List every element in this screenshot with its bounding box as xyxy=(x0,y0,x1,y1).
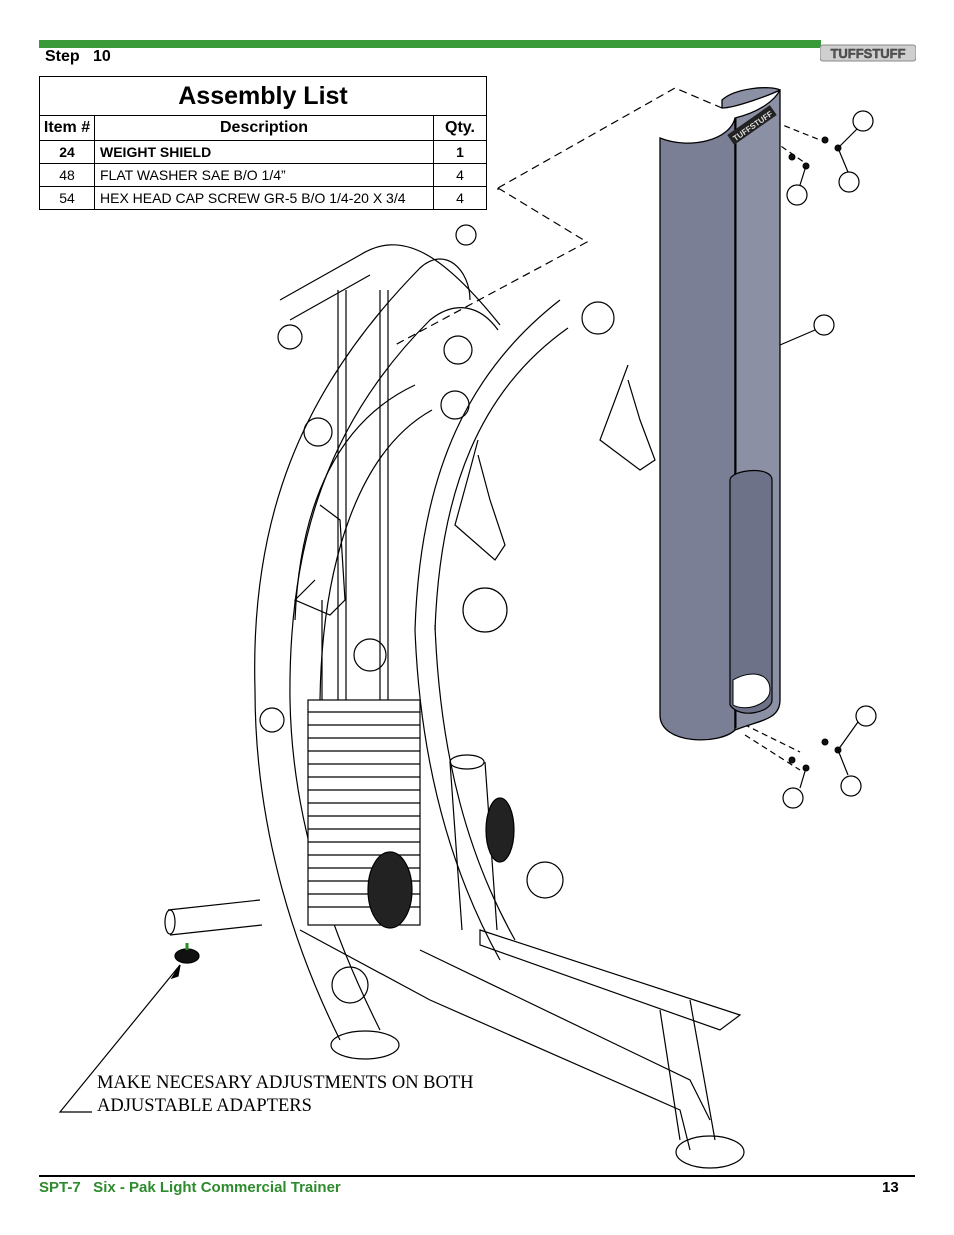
pulley xyxy=(443,335,473,365)
base-frame xyxy=(299,929,742,1151)
callout-balloon xyxy=(855,705,877,727)
weight-shield: TUFFSTUFF xyxy=(659,87,781,741)
frame-arch-inner xyxy=(289,307,499,701)
pulley xyxy=(277,324,303,350)
item-description: FLAT WASHER SAE B/O 1/4” xyxy=(94,163,434,187)
pulley xyxy=(526,861,564,899)
pulley xyxy=(581,301,615,335)
hook xyxy=(293,504,346,616)
washer-icon xyxy=(821,738,829,746)
arrowhead xyxy=(170,964,181,980)
pulley xyxy=(440,390,470,420)
callout-balloon xyxy=(782,787,804,809)
callout-balloon xyxy=(455,224,477,246)
front-arch-3 xyxy=(319,409,433,701)
washer-icon xyxy=(788,153,796,161)
front-arch-2 xyxy=(294,384,416,621)
dashed-guide xyxy=(764,121,821,166)
footer-rule xyxy=(39,1175,915,1177)
col-header-description: Description xyxy=(94,115,434,141)
step-label: Step xyxy=(45,48,80,65)
callout-balloon xyxy=(786,184,808,206)
callout-balloon xyxy=(852,110,874,132)
item-number: 54 xyxy=(39,186,95,210)
washer-icon xyxy=(821,136,829,144)
step-number: 10 xyxy=(93,48,111,65)
handle-right xyxy=(599,364,656,471)
top-tube xyxy=(279,244,501,326)
rear-arch xyxy=(414,299,569,631)
pulley xyxy=(331,966,369,1004)
leg-pad xyxy=(485,797,515,863)
pulley xyxy=(303,417,333,447)
rear-leg xyxy=(414,624,516,961)
frame-arch-outer xyxy=(254,258,471,691)
callout-balloon xyxy=(813,314,835,336)
table-row: 48 FLAT WASHER SAE B/O 1/4” 4 xyxy=(39,163,487,187)
step-heading: Step 10 xyxy=(45,48,111,66)
note-line-1: MAKE NECESARY ADJUSTMENTS ON BOTH xyxy=(97,1073,474,1093)
adjustment-note: MAKE NECESARY ADJUSTMENTS ON BOTH ADJUST… xyxy=(97,1072,474,1118)
weight-plates xyxy=(308,711,420,908)
pulley xyxy=(259,707,285,733)
item-description: WEIGHT SHIELD xyxy=(94,140,434,164)
svg-text:TUFFSTUFF: TUFFSTUFF xyxy=(830,46,905,61)
note-leader xyxy=(58,964,181,1113)
dashed-guide xyxy=(394,87,723,346)
guide-rods xyxy=(321,290,389,700)
table-row: 54 HEX HEAD CAP SCREW GR-5 B/O 1/4-20 X … xyxy=(39,186,487,210)
footer-title: SPT-7 Six - Pak Light Commercial Trainer xyxy=(39,1179,341,1196)
pulley xyxy=(462,587,508,633)
front-arm-left xyxy=(254,689,341,1041)
adjustable-adapter xyxy=(174,948,200,964)
washer-icon xyxy=(788,756,796,764)
callout-balloon xyxy=(838,171,860,193)
post-cap xyxy=(449,754,485,770)
page-number: 13 xyxy=(882,1179,899,1196)
callout-balloon xyxy=(840,775,862,797)
leg-pad xyxy=(367,851,413,929)
note-line-2: ADJUSTABLE ADAPTERS xyxy=(97,1096,312,1116)
foot-pad xyxy=(330,1030,400,1060)
brand-logo: TUFFSTUFF xyxy=(820,44,916,62)
side-tube-end xyxy=(164,909,176,935)
handle-left xyxy=(454,439,506,561)
assembly-list-table: Assembly List Item # Description Qty. 24… xyxy=(39,76,487,210)
foot-pad xyxy=(675,1135,745,1169)
table-row: 24 WEIGHT SHIELD 1 xyxy=(39,140,487,164)
item-number: 24 xyxy=(39,140,95,164)
rear-foot xyxy=(659,999,716,1141)
side-tube xyxy=(167,899,263,936)
pulley xyxy=(353,638,387,672)
header-rule xyxy=(39,40,821,48)
item-qty: 4 xyxy=(433,186,487,210)
